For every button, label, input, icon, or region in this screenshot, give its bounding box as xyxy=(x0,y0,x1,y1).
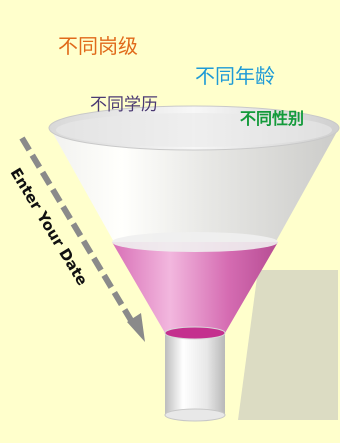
label-position: 不同岗级 xyxy=(58,34,138,58)
arrow-shaft xyxy=(19,136,135,324)
funnel-shadow xyxy=(238,270,338,420)
label-education: 不同学历 xyxy=(90,95,158,115)
label-gender: 不同性别 xyxy=(240,109,304,128)
funnel-neck-opening xyxy=(164,326,226,340)
funnel-liquid xyxy=(112,242,278,333)
funnel-pipe-bottom xyxy=(164,408,226,422)
funnel-cone xyxy=(50,128,339,333)
funnel-pipe xyxy=(165,333,225,415)
arrow-head xyxy=(127,313,145,342)
funnel-liquid-surface xyxy=(112,232,278,252)
funnel-rim-inner xyxy=(56,113,332,147)
label-age: 不同年龄 xyxy=(195,64,275,88)
